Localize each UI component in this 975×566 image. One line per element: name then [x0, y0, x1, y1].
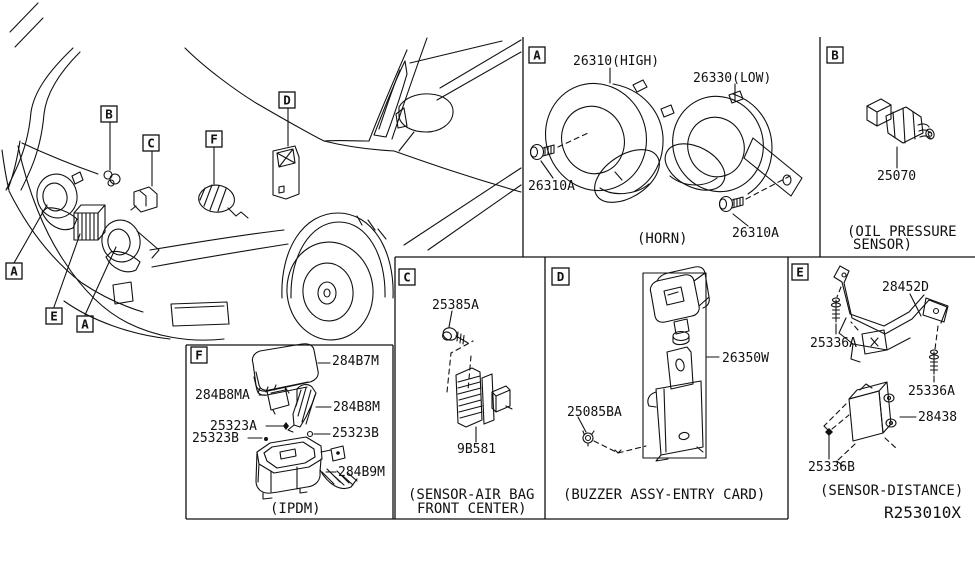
- panel-buzzer-caption: (BUZZER ASSY-ENTRY CARD): [563, 487, 765, 503]
- part-number-ipdm-screw-b-right: 25323B: [332, 426, 379, 441]
- horn-high-location: [36, 171, 84, 231]
- horn-label-leaders: [609, 67, 736, 102]
- ipdm-screw-a-drawing: [283, 422, 289, 430]
- panel-buzzer-letter: D: [557, 269, 565, 284]
- panel-airbag: C 25385A 9B581 (SENSOR-AIR BAG FRONT CEN…: [398, 268, 534, 517]
- part-number-horn-high: 26310(HIGH): [573, 54, 659, 69]
- distance-bracket-drawing: [833, 265, 949, 363]
- callout-box-a1: A: [5, 262, 23, 280]
- buzzer-component-frame: [642, 272, 707, 459]
- part-number-ipdm-bracket-b: 284B8M: [333, 400, 380, 415]
- panel-oil-caption-line1: (OIL PRESSURE: [847, 224, 957, 240]
- panel-oil-pressure: B 25070 (OIL PRESSURE SENSOR): [826, 46, 957, 253]
- horn-high-drawing: [544, 79, 675, 203]
- callout-box-b: B: [100, 105, 118, 123]
- panel-airbag-caption-line2: FRONT CENTER): [417, 501, 527, 517]
- panel-ipdm-letter: F: [195, 348, 203, 363]
- horn-low-location: [101, 219, 160, 273]
- callout-box-c: C: [142, 134, 160, 152]
- oil-pressure-sensor-drawing: [866, 98, 935, 144]
- callout-letter-a2: A: [81, 317, 89, 332]
- distance-sensor-drawing: [823, 381, 897, 467]
- panel-horn-letter: A: [533, 48, 541, 63]
- ipdm-bracket-a-drawing: [266, 386, 290, 415]
- callout-letter-a1: A: [10, 264, 18, 279]
- front-wheel: [281, 212, 394, 341]
- panel-buzzer-letter-box: [551, 267, 570, 286]
- horn-bolt-2-drawing: [718, 175, 791, 227]
- part-number-airbag-sensor: 9B581: [457, 442, 496, 457]
- part-number-distance-bolt-b: 25336B: [808, 460, 855, 475]
- horn-low-drawing: [664, 90, 803, 197]
- ipdm-location: [73, 204, 106, 241]
- panel-horn: A: [528, 46, 803, 247]
- callout-letter-c: C: [147, 136, 155, 151]
- callout-letter-f: F: [210, 132, 218, 147]
- panel-distance: E: [791, 263, 963, 522]
- part-number-buzzer-nut: 25085BA: [567, 405, 622, 420]
- part-number-ipdm-bracket-a: 284B8MA: [195, 388, 250, 403]
- part-number-buzzer-unit: 26350W: [722, 351, 769, 366]
- part-number-distance-bolt-a1: 25336A: [810, 336, 857, 351]
- car-overview-drawing: A B C D F E A: [1, 2, 522, 341]
- part-number-airbag-bolt: 25385A: [432, 298, 479, 313]
- part-number-distance-bolt-a2: 25336A: [908, 384, 955, 399]
- distance-bolt-right-drawing: [928, 325, 940, 383]
- part-number-ipdm-screw-a: 25323A: [210, 419, 257, 434]
- callout-letter-d: D: [283, 93, 291, 108]
- distance-bolt-bottom-drawing: [825, 414, 850, 460]
- panel-horn-caption: (HORN): [637, 231, 688, 247]
- part-number-oil-sensor: 25070: [877, 169, 916, 184]
- ipdm-screw-b-left-drawing: [264, 437, 268, 441]
- panel-buzzer: D 26350W 25085BA (BUZZER ASSY-ENTRY CARD: [551, 266, 769, 503]
- airbag-bolt-drawing: [442, 327, 469, 345]
- panel-horn-letter-box: [528, 46, 546, 64]
- part-number-distance-bracket: 28452D: [882, 280, 929, 295]
- panel-airbag-caption-line1: (SENSOR-AIR BAG: [408, 487, 534, 503]
- callout-leaders: [13, 107, 289, 316]
- panel-distance-letter-box: [791, 263, 809, 281]
- airbag-sensor-location: [130, 186, 158, 213]
- callout-box-e: E: [45, 307, 63, 325]
- diagram-reference-code: R253010X: [884, 503, 961, 522]
- ipdm-bracket-b-drawing: [287, 384, 317, 433]
- ipdm-screw-b-right-drawing: [306, 430, 314, 438]
- oil-pressure-sensor-location: [103, 170, 121, 187]
- side-mirror: [395, 93, 454, 152]
- callout-box-f: F: [205, 130, 223, 148]
- panel-ipdm-letter-box: [190, 346, 208, 364]
- callout-letter-e: E: [50, 309, 58, 324]
- buzzer-bracket-drawing: [647, 346, 704, 462]
- ipdm-housing-drawing: [255, 436, 358, 500]
- part-number-distance-sensor: 28438: [918, 410, 957, 425]
- callout-box-a2: A: [76, 315, 94, 333]
- airbag-sensor-drawing: [455, 367, 513, 428]
- panel-airbag-letter-box: [398, 268, 416, 286]
- panel-dividers: [185, 37, 975, 520]
- part-number-ipdm-screw-b-left: 25323B: [192, 431, 239, 446]
- panel-oil-letter: B: [831, 48, 839, 63]
- panel-distance-letter: E: [796, 265, 804, 280]
- callout-box-d: D: [278, 91, 296, 109]
- buzzer-nut-drawing: [582, 430, 595, 447]
- horn-bolt-1-drawing: [529, 132, 589, 179]
- ipdm-sensor-f-location: [198, 184, 249, 219]
- panel-ipdm: F 284: [190, 343, 385, 517]
- part-number-ipdm-cover: 284B7M: [332, 354, 379, 369]
- panel-ipdm-caption: (IPDM): [270, 501, 321, 517]
- part-number-horn-bolt-2: 26310A: [732, 226, 779, 241]
- distance-bolt-left-drawing: [830, 286, 842, 335]
- buzzer-bracket-location: [272, 145, 300, 200]
- part-number-horn-low: 26330(LOW): [693, 71, 771, 86]
- panel-oil-caption-line2: SENSOR): [853, 237, 912, 253]
- panel-distance-caption: (SENSOR-DISTANCE): [820, 483, 963, 499]
- panel-oil-letter-box: [826, 46, 844, 64]
- callout-letter-b: B: [105, 107, 113, 122]
- part-number-horn-bolt-1: 26310A: [528, 179, 575, 194]
- part-number-ipdm-housing: 284B9M: [338, 465, 385, 480]
- buzzer-unit-drawing: [649, 266, 710, 346]
- panel-airbag-letter: C: [403, 270, 411, 285]
